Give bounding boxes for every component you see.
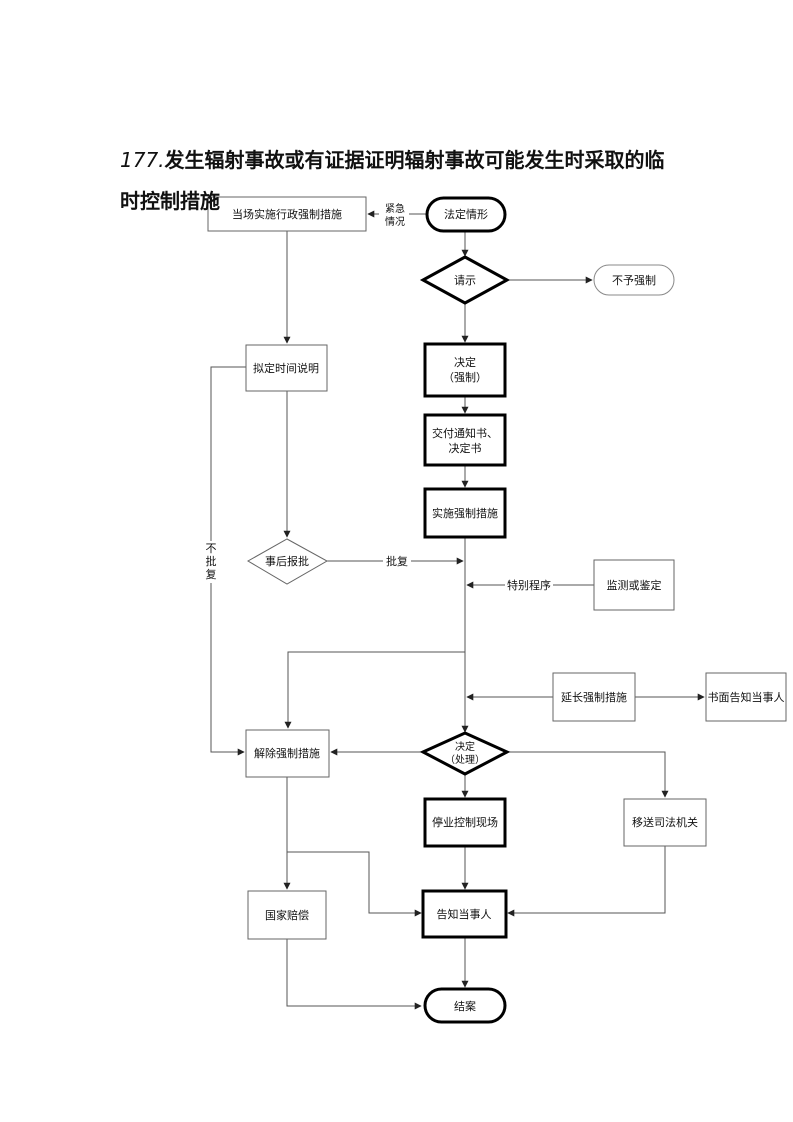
node-monitor: 监测或鉴定 <box>593 559 675 611</box>
not-approved-label-1: 不 <box>206 542 217 555</box>
close-text: 结案 <box>454 999 476 1013</box>
node-decide-handle: 决定 （处理） <box>419 731 511 776</box>
node-transfer: 移送司法机关 <box>623 798 707 847</box>
approved-label: 批复 <box>386 554 408 568</box>
decide-force-text-1: 决定 <box>454 355 476 369</box>
node-deliver: 交付通知书、 决定书 <box>423 413 507 467</box>
node-close: 结案 <box>423 987 507 1024</box>
request-text: 请示 <box>454 274 476 287</box>
node-compensation: 国家赔偿 <box>247 890 327 940</box>
implement-text: 实施强制措施 <box>432 506 498 520</box>
title-text-1: 发生辐射事故或有证据证明辐射事故可能发生时采取的临 <box>164 148 665 172</box>
extend-text: 延长强制措施 <box>561 690 627 704</box>
node-onsite: 当场实施行政强制措施 <box>207 196 367 232</box>
node-stop: 停业控制现场 <box>423 797 507 848</box>
monitor-text: 监测或鉴定 <box>607 578 662 592</box>
legal-text: 法定情形 <box>444 207 488 221</box>
draft-text: 拟定时间说明 <box>253 361 319 375</box>
post-approve-text: 事后报批 <box>265 554 309 568</box>
release-text: 解除强制措施 <box>254 746 320 760</box>
node-request: 请示 <box>419 255 511 305</box>
node-notify-written: 书面告知当事人 <box>705 672 787 722</box>
node-legal: 法定情形 <box>425 196 507 233</box>
decide-force-text-2: （强制） <box>443 371 487 384</box>
node-post-approve: 事后报批 <box>246 538 329 585</box>
edge-release-to-notify <box>287 851 422 917</box>
page-title-line-2: 时控制措施 <box>120 189 220 213</box>
node-release: 解除强制措施 <box>245 729 330 778</box>
node-extend: 延长强制措施 <box>552 672 636 722</box>
not-approved-label-2: 批 <box>206 554 217 568</box>
node-implement: 实施强制措施 <box>423 487 507 539</box>
node-draft: 拟定时间说明 <box>245 344 328 392</box>
notify-text: 告知当事人 <box>437 907 492 921</box>
urgent-label-1: 紧急 <box>385 202 405 215</box>
stop-text: 停业控制现场 <box>432 815 498 829</box>
decide-handle-text-2: （处理） <box>445 754 485 766</box>
notify-written-text: 书面告知当事人 <box>708 690 785 704</box>
deliver-text-1: 交付通知书、 <box>432 426 498 440</box>
edge-transfer-to-notify <box>507 846 666 917</box>
edge-main-to-release <box>284 651 465 729</box>
special-procedure-label: 特别程序 <box>507 578 551 592</box>
node-notify: 告知当事人 <box>421 889 508 939</box>
edge-decide-to-transfer <box>507 751 669 798</box>
page-title-line-1: 177.发生辐射事故或有证据证明辐射事故可能发生时采取的临 <box>120 150 720 170</box>
urgent-label-2: 情况 <box>385 215 405 228</box>
title-number: 177. <box>120 148 165 172</box>
no-force-text: 不予强制 <box>612 274 656 287</box>
node-decide-force: 决定 （强制） <box>423 342 507 398</box>
node-no-force: 不予强制 <box>593 264 675 296</box>
not-approved-label-3: 复 <box>206 567 217 581</box>
deliver-text-2: 决定书 <box>449 441 482 455</box>
transfer-text: 移送司法机关 <box>632 815 698 829</box>
edge-labels: 紧急 情况 批复 特别程序 不 批 复 <box>204 202 553 593</box>
compensation-text: 国家赔偿 <box>265 908 309 922</box>
onsite-text: 当场实施行政强制措施 <box>232 207 342 221</box>
edge-compensation-to-close <box>286 937 422 1010</box>
decide-handle-text-1: 决定 <box>455 740 475 753</box>
